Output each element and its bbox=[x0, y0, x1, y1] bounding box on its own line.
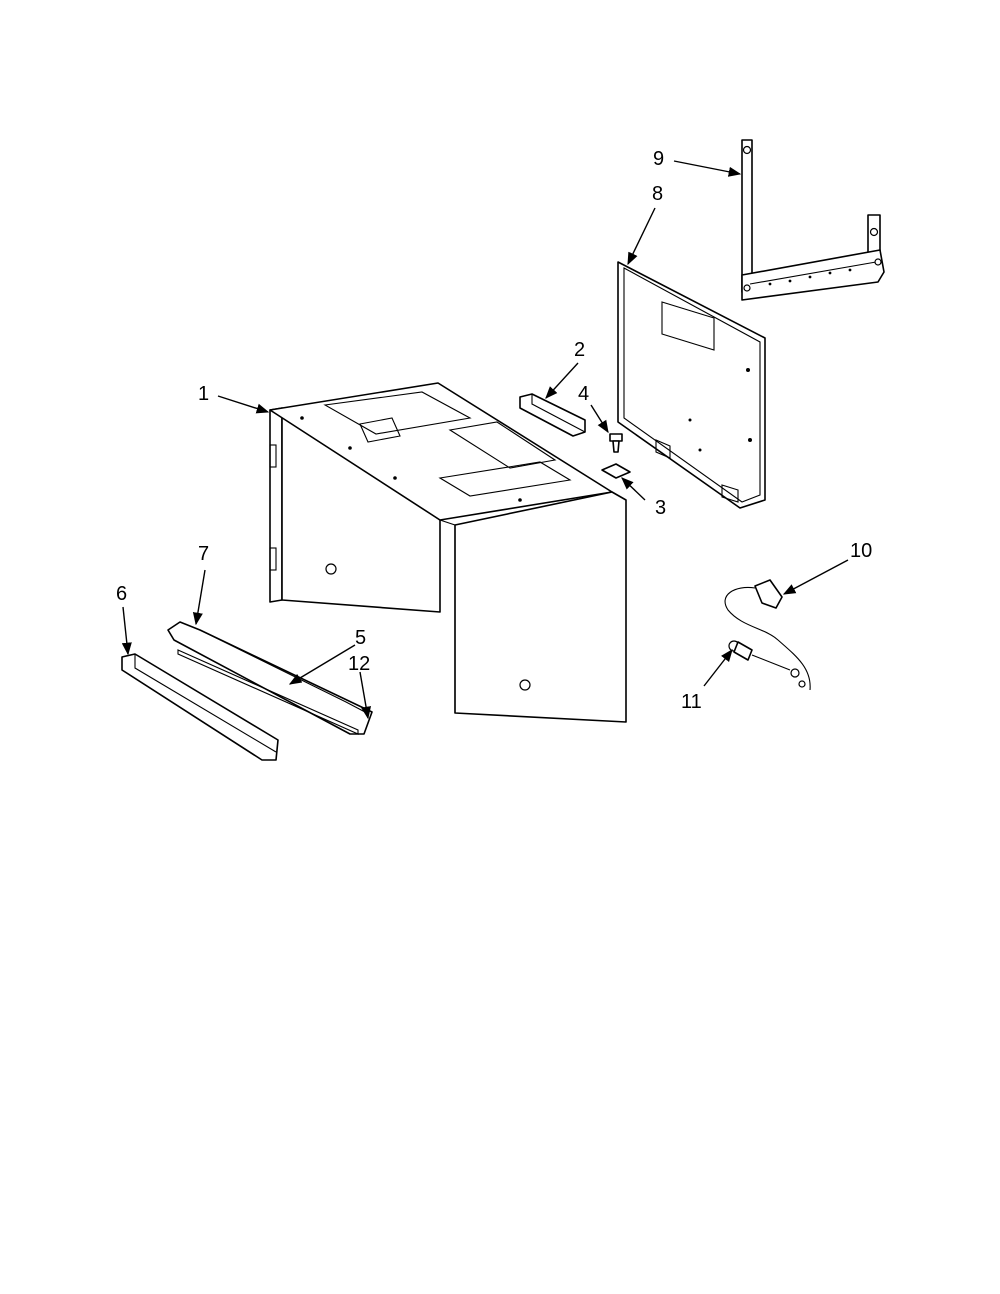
callout-5: 5 bbox=[355, 627, 366, 649]
callout-labels: 1 2 3 4 5 6 7 8 9 10 11 12 bbox=[116, 148, 872, 713]
part-5-tray bbox=[177, 649, 359, 735]
part-7-vent bbox=[167, 621, 373, 735]
part-9-mounting-bracket bbox=[741, 139, 885, 301]
callout-7: 7 bbox=[198, 543, 209, 565]
part-4-screw bbox=[609, 433, 623, 453]
callout-3: 3 bbox=[655, 497, 666, 519]
part-3-plate bbox=[601, 463, 631, 479]
callout-4: 4 bbox=[578, 383, 589, 405]
callout-9: 9 bbox=[653, 148, 664, 170]
callout-10: 10 bbox=[850, 540, 872, 562]
part-11-fastener bbox=[728, 640, 806, 688]
part-6-front-trim bbox=[121, 653, 279, 761]
callout-12: 12 bbox=[348, 653, 370, 675]
callout-1: 1 bbox=[198, 383, 209, 405]
part-10-sensor bbox=[724, 579, 811, 691]
part-2-bracket bbox=[519, 393, 586, 437]
callout-leaders bbox=[121, 160, 849, 720]
callout-8: 8 bbox=[652, 183, 663, 205]
callout-2: 2 bbox=[574, 339, 585, 361]
callout-6: 6 bbox=[116, 583, 127, 605]
callout-11: 11 bbox=[681, 691, 702, 713]
part-8-back-panel bbox=[617, 261, 766, 509]
part-1-cabinet-wrapper bbox=[269, 382, 627, 723]
